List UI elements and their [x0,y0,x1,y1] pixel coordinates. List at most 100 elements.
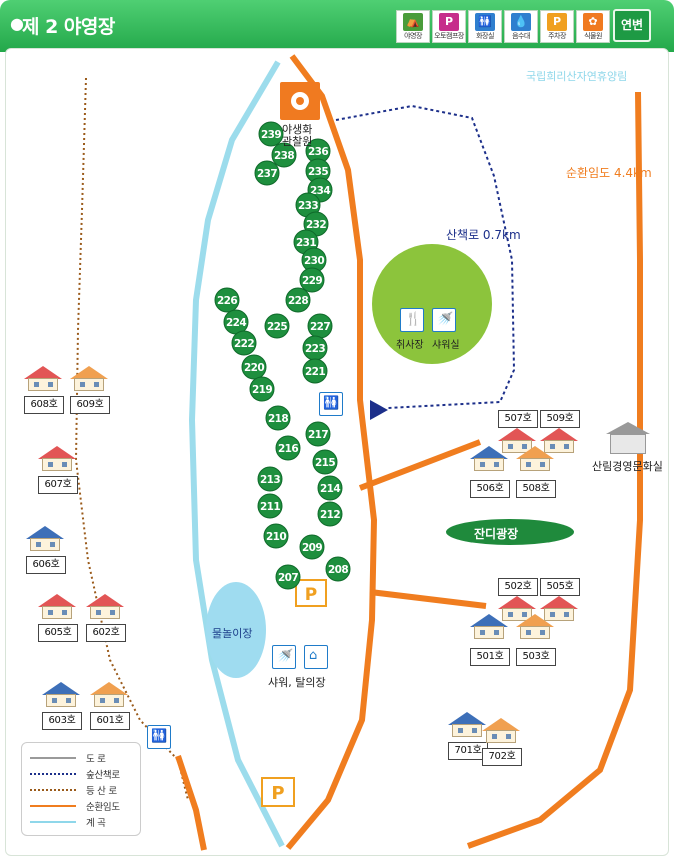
shower-icon[interactable]: 🚿 [272,645,296,669]
ring-road-east [466,91,643,849]
campsite-229[interactable] [299,267,325,293]
campsite-label-231: 231 [296,237,316,249]
campsite-211[interactable] [257,493,283,519]
cabin-603[interactable] [42,682,80,708]
cabin-503[interactable] [516,614,554,640]
cabin-508[interactable] [516,446,554,472]
legend-parking-button[interactable]: P 주차장 [540,10,574,43]
campsite-239[interactable] [258,121,284,147]
campsite-label-230: 230 [304,255,324,267]
culture-hall-building[interactable] [606,422,650,454]
room-label-601[interactable]: 601호 [90,712,130,730]
toilet-icon[interactable]: 🚻 [147,725,171,749]
year-button[interactable]: 연변 [613,9,651,42]
legend-garden-button[interactable]: ✿ 식물원 [576,10,610,43]
campsite-212[interactable] [317,501,343,527]
kitchen-icon[interactable]: 🍴 [400,308,424,332]
campsite-221[interactable] [302,358,328,384]
legend-forest-walk: 숲산책로 [30,767,138,781]
campsite-label-228: 228 [288,295,308,307]
campsite-label-212: 212 [320,509,340,521]
legend-stream: 계 곡 [30,815,138,829]
shower-changing-label: 샤워, 탈의장 [268,676,326,689]
cabin-606[interactable] [26,526,64,552]
campsite-label-221: 221 [305,366,325,378]
cabin-501[interactable] [470,614,508,640]
legend-hiking: 등 산 로 [30,783,138,797]
cabin-602[interactable] [86,594,124,620]
toilet-icon[interactable]: 🚻 [319,392,343,416]
legend-garden-label: 식물원 [584,32,602,40]
campsite-label-227: 227 [310,321,330,333]
campsite-222[interactable] [231,330,257,356]
campsite-238[interactable] [271,142,297,168]
campsite-208[interactable] [325,556,351,582]
cabin-609[interactable] [70,366,108,392]
pool-area [206,582,266,678]
autocamp-icon: P [439,13,459,31]
cabin-608[interactable] [24,366,62,392]
room-label-609[interactable]: 609호 [70,396,110,414]
room-label-603[interactable]: 603호 [42,712,82,730]
ring-road-west [175,755,207,851]
legend-road-label: 도 로 [86,754,106,765]
campsite-216[interactable] [275,435,301,461]
campsite-label-220: 220 [244,362,264,374]
campsite-210[interactable] [263,523,289,549]
cabin-701[interactable] [448,712,486,738]
campsite-218[interactable] [265,405,291,431]
campsite-228[interactable] [285,287,311,313]
campsite-225[interactable] [264,313,290,339]
room-label-508[interactable]: 508호 [516,480,556,498]
campsite-214[interactable] [317,475,343,501]
campsite-213[interactable] [257,466,283,492]
room-label-608[interactable]: 608호 [24,396,64,414]
legend-ring-road: 순환임도 [30,799,138,813]
shower-label: 샤워실 [432,340,460,351]
cabin-601[interactable] [90,682,128,708]
trail-arrow-icon [370,400,388,420]
room-label-507[interactable]: 507호 [498,410,538,428]
campsite-219[interactable] [249,376,275,402]
legend-stream-label: 계 곡 [86,818,106,829]
campsite-237[interactable] [254,160,280,186]
ring-road-label: 순환임도 4.4km [566,166,652,180]
campsite-220[interactable] [241,354,267,380]
campsite-label-233: 233 [298,200,318,212]
changing-room-icon[interactable]: ⌂ [304,645,328,669]
campsite-207[interactable] [275,564,301,590]
room-label-607[interactable]: 607호 [38,476,78,494]
room-label-503[interactable]: 503호 [516,648,556,666]
room-label-505[interactable]: 505호 [540,578,580,596]
stream [188,60,285,848]
legend-autocamp-button[interactable]: P 오토캠프장 [432,10,466,43]
room-label-509[interactable]: 509호 [540,410,580,428]
legend-water-label: 음수대 [512,32,530,40]
campsite-226[interactable] [214,287,240,313]
room-label-605[interactable]: 605호 [38,624,78,642]
legend-toilet-button[interactable]: 🚻 화장실 [468,10,502,43]
room-label-602[interactable]: 602호 [86,624,126,642]
camper-icon: ⛺ [403,13,423,31]
campsite-label-211: 211 [260,501,280,513]
room-label-702[interactable]: 702호 [482,748,522,766]
room-label-506[interactable]: 506호 [470,480,510,498]
cabin-506[interactable] [470,446,508,472]
room-label-502[interactable]: 502호 [498,578,538,596]
legend-water-button[interactable]: 💧 음수대 [504,10,538,43]
cabin-607[interactable] [38,446,76,472]
legend-camping-button[interactable]: ⛺ 야영장 [396,10,430,43]
kitchen-label: 취사장 [396,340,424,351]
campsite-217[interactable] [305,421,331,447]
campsite-label-239: 239 [261,129,281,141]
room-label-606[interactable]: 606호 [26,556,66,574]
campsite-215[interactable] [312,449,338,475]
legend-camping-label: 야영장 [404,32,422,40]
cabin-702[interactable] [482,718,520,744]
campsite-209[interactable] [299,534,325,560]
room-label-501[interactable]: 501호 [470,648,510,666]
map-legend: 도 로 숲산책로 등 산 로 순환임도 계 곡 [21,742,141,836]
kitchen-area [372,244,492,364]
shower-icon[interactable]: 🚿 [432,308,456,332]
cabin-605[interactable] [38,594,76,620]
